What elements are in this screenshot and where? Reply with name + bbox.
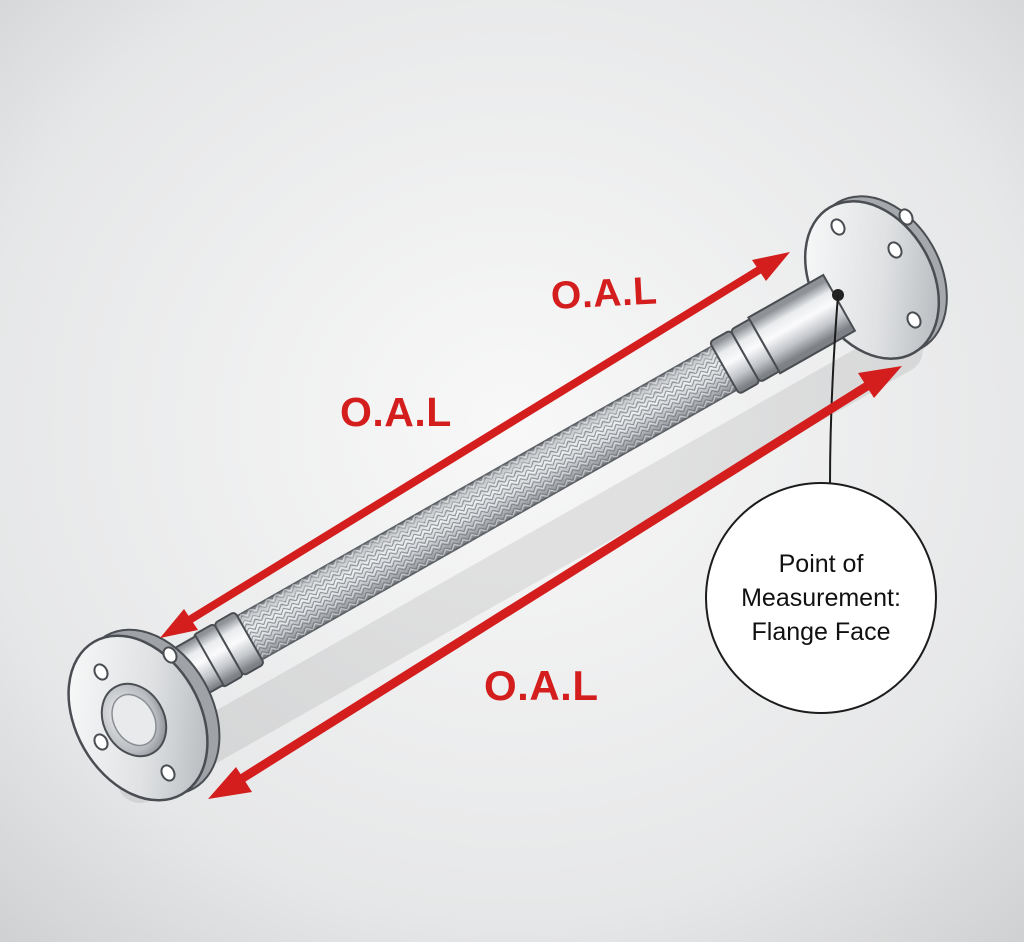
- bolt-hole: [898, 208, 914, 226]
- left-flange: [67, 628, 221, 802]
- oal-label-top: O.A.L: [549, 269, 659, 318]
- bolt-hole: [93, 663, 109, 681]
- left-ferrule: [193, 612, 264, 688]
- bolt-hole: [887, 241, 903, 259]
- measurement-callout: Point of Measurement: Flange Face: [705, 482, 937, 714]
- oal-label-middle: O.A.L: [340, 389, 452, 435]
- bolt-hole: [906, 311, 922, 329]
- bolt-hole: [162, 646, 178, 664]
- bolt-hole: [93, 733, 109, 751]
- bolt-hole: [160, 764, 176, 782]
- dimension-arrow-top: [160, 252, 790, 638]
- right-hub: [747, 273, 857, 375]
- callout-leader-line: [829, 294, 839, 485]
- oal-label-bottom: O.A.L: [484, 662, 599, 709]
- callout-line-3: Flange Face: [751, 618, 891, 646]
- callout-line-2: Measurement:: [741, 584, 901, 612]
- right-ferrule: [709, 318, 781, 394]
- callout-line-1: Point of: [778, 550, 864, 578]
- hose-shadow: [117, 327, 923, 803]
- bolt-hole: [830, 218, 846, 236]
- dimension-arrow-bottom: [208, 366, 902, 799]
